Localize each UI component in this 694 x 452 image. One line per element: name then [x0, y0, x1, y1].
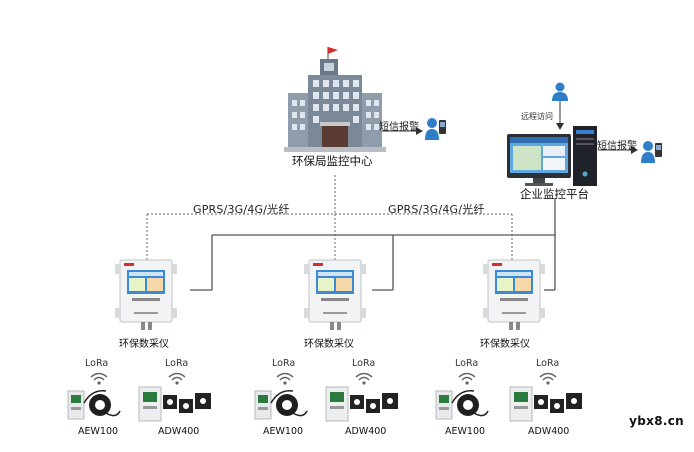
lora-label: LoRa	[536, 358, 560, 369]
platform-computer	[505, 126, 601, 188]
link-label-left: GPRS/3G/4G/光纤	[193, 203, 290, 216]
wireless-icon	[88, 370, 110, 385]
adw400-device-icon	[324, 383, 402, 423]
adw400-label: ADW400	[158, 426, 200, 437]
center-sms-label: 短信报警	[379, 122, 419, 133]
building-icon	[284, 47, 386, 152]
aew100-label: AEW100	[263, 426, 304, 437]
platform-alarm-user-icon	[640, 139, 664, 165]
adw400-device-icon	[137, 383, 215, 423]
collector-2-label: 环保数采仪	[304, 339, 354, 350]
user-phone-icon	[425, 118, 446, 140]
collector-1-label: 环保数采仪	[119, 339, 169, 350]
link-label-right: GPRS/3G/4G/光纤	[388, 203, 485, 216]
monitoring-center-label: 环保局监控中心	[292, 154, 373, 168]
lora-label: LoRa	[352, 358, 376, 369]
aew100-device-icon	[253, 385, 309, 423]
aew100-label: AEW100	[78, 426, 119, 437]
aew100-label: AEW100	[445, 426, 486, 437]
collector-device-icon	[304, 259, 366, 330]
collector-3-label: 环保数采仪	[480, 339, 530, 350]
watermark: ybx8.cn	[629, 414, 684, 428]
aew100-device-icon	[66, 385, 122, 423]
center-alarm-user-icon	[424, 116, 448, 142]
adw400-label: ADW400	[345, 426, 387, 437]
platform-sms-label: 短信报警	[597, 141, 637, 152]
collector-2	[303, 258, 367, 332]
monitoring-center	[280, 45, 390, 153]
lora-label: LoRa	[85, 358, 109, 369]
adw400-device-icon	[508, 383, 586, 423]
remote-user-icon	[551, 82, 569, 102]
platform-label: 企业监控平台	[520, 187, 589, 201]
wireless-icon	[274, 370, 296, 385]
remote-access-label: 远程访问	[521, 112, 553, 121]
wireless-icon	[537, 370, 559, 385]
wireless-icon	[166, 370, 188, 385]
computer-icon	[507, 126, 597, 186]
collector-1	[114, 258, 178, 332]
adw400-label: ADW400	[528, 426, 570, 437]
lora-label: LoRa	[165, 358, 189, 369]
wireless-icon	[456, 370, 478, 385]
wireless-icon	[353, 370, 375, 385]
collector-3	[482, 258, 546, 332]
lora-label: LoRa	[455, 358, 479, 369]
collector-device-icon	[115, 259, 177, 330]
aew100-device-icon	[434, 385, 490, 423]
lora-label: LoRa	[272, 358, 296, 369]
user-phone-icon	[641, 141, 662, 163]
collector-device-icon	[483, 259, 545, 330]
